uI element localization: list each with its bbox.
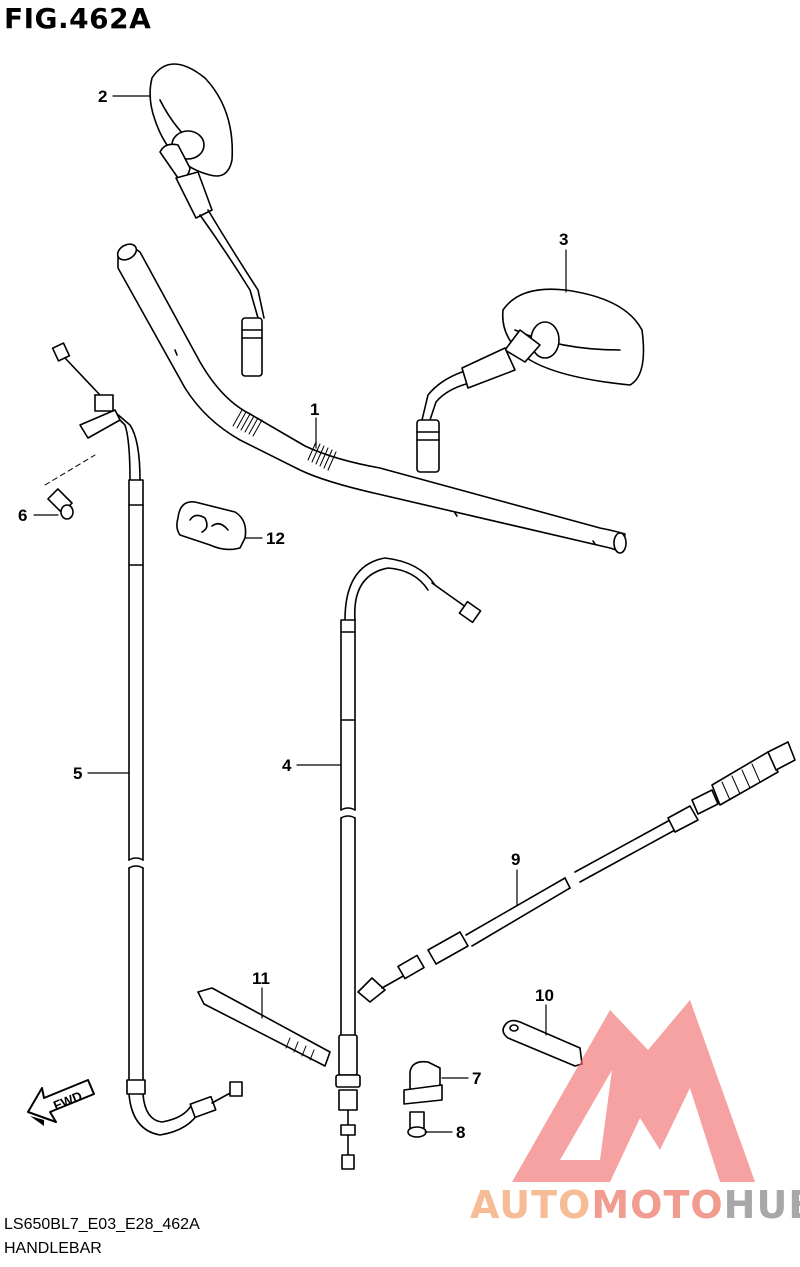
svg-text:AUTOMOTOHUB: AUTOMOTOHUB [470,1183,800,1227]
clutch-cable-part [357,741,796,1003]
callout-8: 8 [456,1123,465,1142]
fwd-label: FWD [51,1088,84,1113]
throttle-return-cable-part [51,342,243,1136]
throttle-cable-part [335,557,482,1170]
right-mirror-part [416,288,645,473]
watermark-moto: MOTO [591,1183,723,1227]
callout-5: 5 [73,764,82,783]
callout-10: 10 [535,986,554,1005]
callout-12: 12 [266,529,285,548]
figure-title: FIG.462A [4,2,152,35]
wire-clip-part [176,501,247,551]
watermark-auto: AUTO [470,1183,591,1227]
callout-11: 11 [252,969,270,988]
callout-4: 4 [282,756,292,775]
bolt-part [407,1111,427,1138]
screw-part [44,454,96,520]
fwd-arrow-icon: FWD [27,1079,95,1126]
automotohub-watermark: AUTOMOTOHUB [470,1000,800,1227]
clamp-part [403,1060,443,1105]
callout-3: 3 [559,230,568,249]
callout-6: 6 [18,506,27,525]
watermark-hub: HUB [724,1183,800,1227]
callout-2: 2 [98,87,107,106]
cable-tie-part [197,987,331,1067]
figure-code: LS650BL7_E03_E28_462A [4,1216,200,1233]
handlebar-part [116,243,627,554]
callout-numbers: 1 2 3 4 5 6 7 8 9 10 11 12 [18,87,568,1142]
callout-1: 1 [310,400,319,419]
left-mirror-part [149,63,265,377]
bracket-part [502,1019,583,1067]
leader-lines [33,95,567,1133]
automotohub-logo-icon [512,1000,755,1182]
callout-7: 7 [472,1069,481,1088]
callout-9: 9 [511,850,520,869]
figure-name: HANDLEBAR [4,1240,102,1257]
